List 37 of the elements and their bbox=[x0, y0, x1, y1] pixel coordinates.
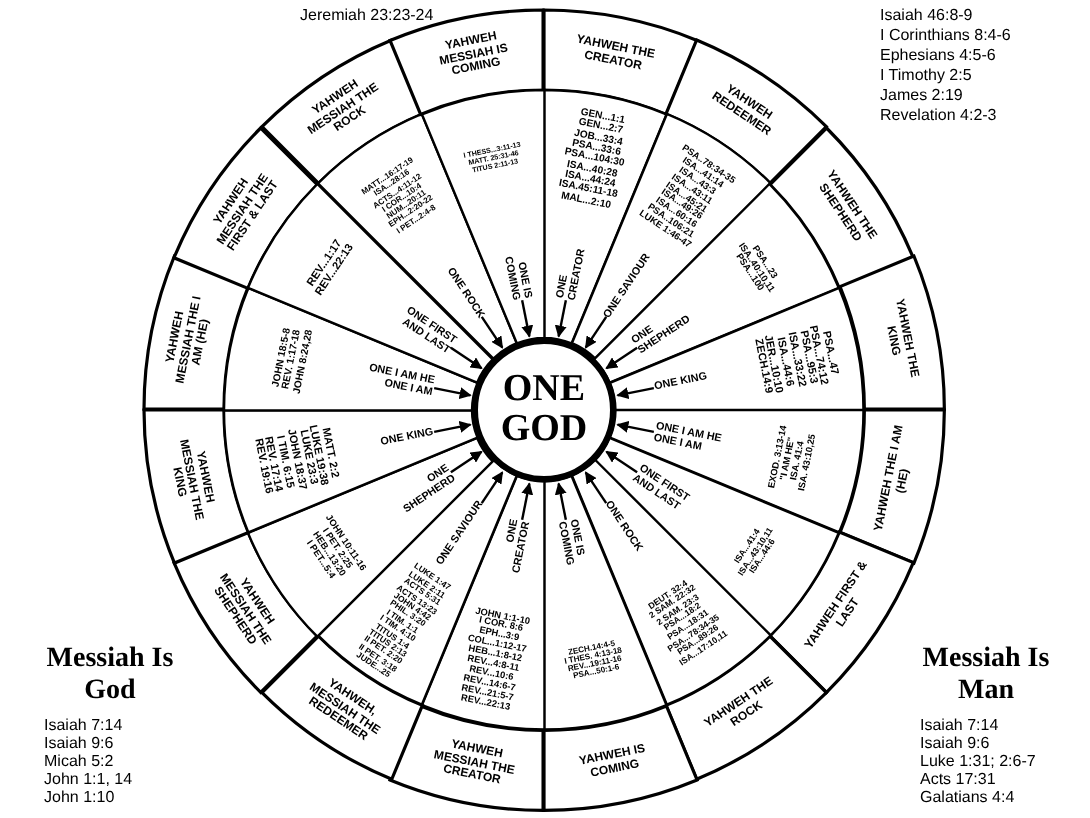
reference-text: Isaiah 46:8-9 bbox=[880, 6, 973, 26]
reference-text: James 2:19 bbox=[880, 86, 963, 106]
reference-text: Micah 5:2 bbox=[44, 752, 114, 772]
arrow bbox=[433, 386, 472, 400]
arrow bbox=[554, 299, 568, 338]
reference-text: Isaiah 7:14 bbox=[44, 716, 123, 736]
reference-text: I Corinthians 8:4-6 bbox=[880, 26, 1011, 46]
reference-text: Galatians 4:4 bbox=[920, 788, 1015, 808]
arrow bbox=[433, 420, 472, 434]
ring-segment bbox=[837, 254, 946, 412]
reference-text: Luke 1:31; 2:6-7 bbox=[920, 752, 1036, 772]
reference-text: John 1:10 bbox=[44, 788, 115, 808]
reference-text: Acts 17:31 bbox=[920, 770, 996, 790]
arrow bbox=[605, 450, 638, 474]
arrow bbox=[554, 482, 568, 521]
ring-segment bbox=[542, 703, 700, 812]
reference-text: Isaiah 9:6 bbox=[44, 734, 114, 754]
arrow bbox=[584, 471, 608, 504]
reference-text: Revelation 4:2-3 bbox=[880, 106, 997, 126]
reference-text: John 1:1, 14 bbox=[44, 770, 133, 790]
heading: Messiah Is Man bbox=[920, 644, 1052, 708]
heading: Messiah Is God bbox=[44, 644, 176, 708]
arrow bbox=[480, 316, 504, 349]
arrow bbox=[480, 471, 504, 504]
arrow bbox=[605, 346, 638, 370]
arrow bbox=[584, 316, 608, 349]
arrow bbox=[450, 346, 483, 370]
reference-text: Jeremiah 23:23-24 bbox=[300, 6, 434, 26]
reference-text: Isaiah 9:6 bbox=[920, 734, 990, 754]
arrow bbox=[616, 386, 655, 400]
arrow bbox=[450, 450, 483, 474]
arrow bbox=[520, 299, 534, 338]
arrow bbox=[520, 482, 534, 521]
reference-text: Isaiah 7:14 bbox=[920, 716, 999, 736]
reference-text: I Timothy 2:5 bbox=[880, 66, 972, 86]
arrow bbox=[616, 420, 655, 434]
reference-text: Ephesians 4:5-6 bbox=[880, 46, 996, 66]
